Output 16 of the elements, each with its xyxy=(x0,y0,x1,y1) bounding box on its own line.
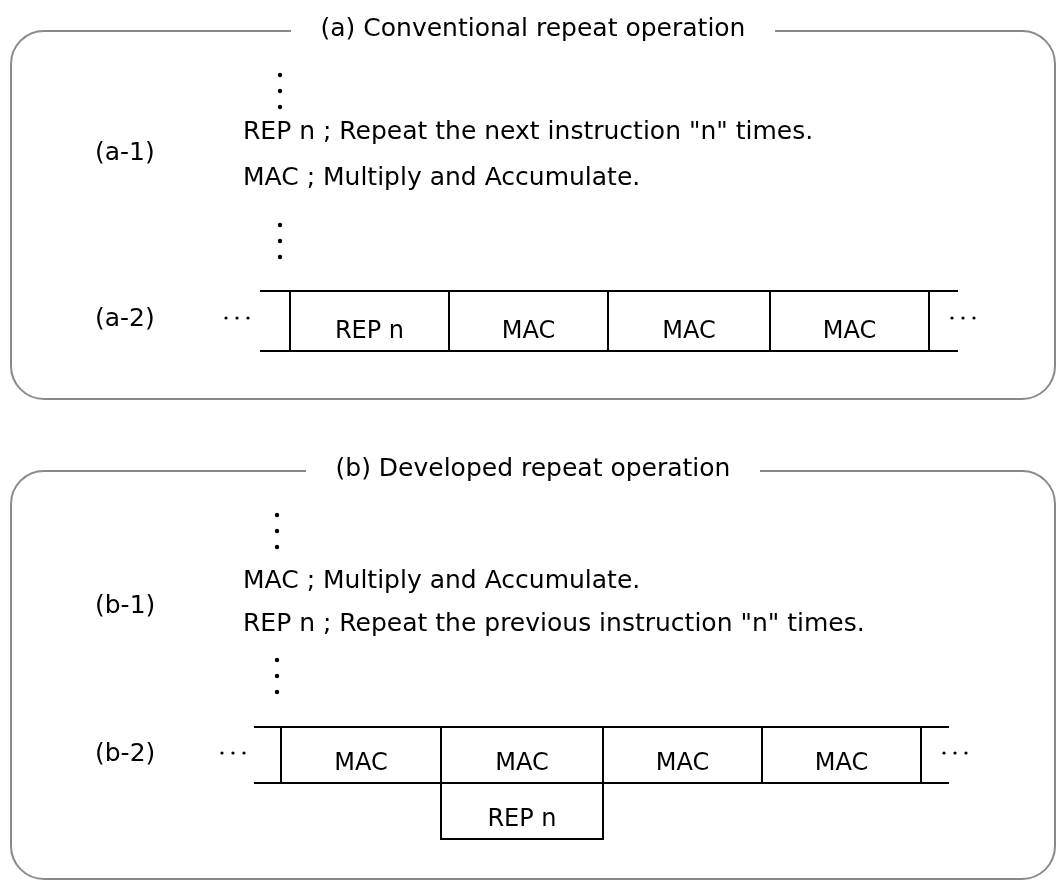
code-line: REP n ; Repeat the previous instruction "n" times. xyxy=(243,608,865,638)
instruction-slot: MAC xyxy=(769,290,930,352)
instruction-slot: REP n xyxy=(289,290,450,352)
instruction-slot: REP n xyxy=(440,782,604,840)
instruction-slot: MAC xyxy=(280,726,442,784)
instruction-slot: MAC xyxy=(607,290,771,352)
code-line: REP n ; Repeat the next instruction "n" times. xyxy=(243,116,814,146)
row-label: (a-1) xyxy=(95,137,155,167)
row-label: (a-2) xyxy=(95,303,155,333)
row-label: (b-1) xyxy=(95,590,156,620)
instruction-slot: MAC xyxy=(448,290,609,352)
instruction-slot: MAC xyxy=(602,726,763,784)
instruction-slot: MAC xyxy=(761,726,922,784)
code-line: MAC ; Multiply and Accumulate. xyxy=(243,565,641,595)
row-label: (b-2) xyxy=(95,738,156,768)
code-line: MAC ; Multiply and Accumulate. xyxy=(243,162,641,192)
